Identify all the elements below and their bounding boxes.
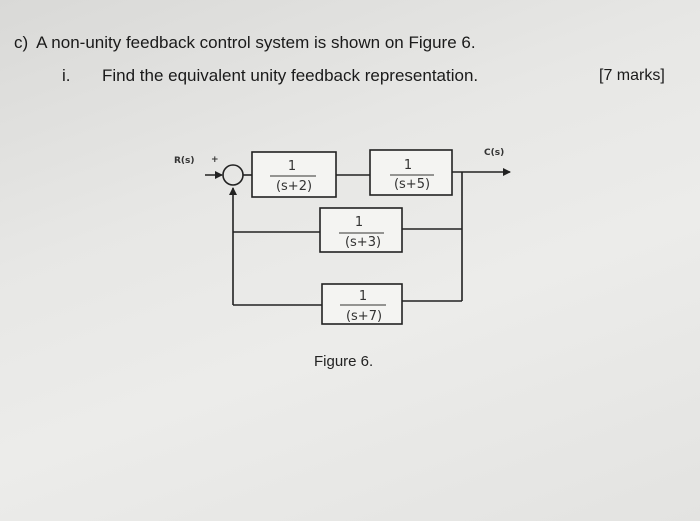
subquestion-text: Find the equivalent unity feedback repre… xyxy=(102,66,479,85)
block-s7 xyxy=(321,283,403,325)
block-s2-num: 1 xyxy=(288,159,296,174)
block-s5-num: 1 xyxy=(404,158,412,173)
input-label: R(s) xyxy=(174,156,195,166)
figure-caption: Figure 6. xyxy=(314,353,373,370)
block-s2-den: (s+2) xyxy=(276,179,312,194)
summing-junction xyxy=(222,164,244,186)
block-s7-den: (s+7) xyxy=(346,309,382,324)
plus-sign: + xyxy=(211,155,219,165)
subquestion-line: i. Find the equivalent unity feedback rep… xyxy=(62,66,478,86)
block-s3-num: 1 xyxy=(355,215,363,230)
block-s7-num: 1 xyxy=(359,289,367,304)
question-text: A non-unity feedback control system is s… xyxy=(36,33,476,52)
block-s5 xyxy=(369,149,453,196)
question-line: c) A non-unity feedback control system is… xyxy=(14,33,476,53)
question-label: c) xyxy=(14,33,29,52)
subquestion-label: i. xyxy=(62,66,71,85)
block-s5-den: (s+5) xyxy=(394,177,430,192)
block-s3-den: (s+3) xyxy=(345,235,381,250)
marks-label: [7 marks] xyxy=(599,67,665,84)
output-label: C(s) xyxy=(484,148,504,158)
block-s3 xyxy=(319,207,403,253)
